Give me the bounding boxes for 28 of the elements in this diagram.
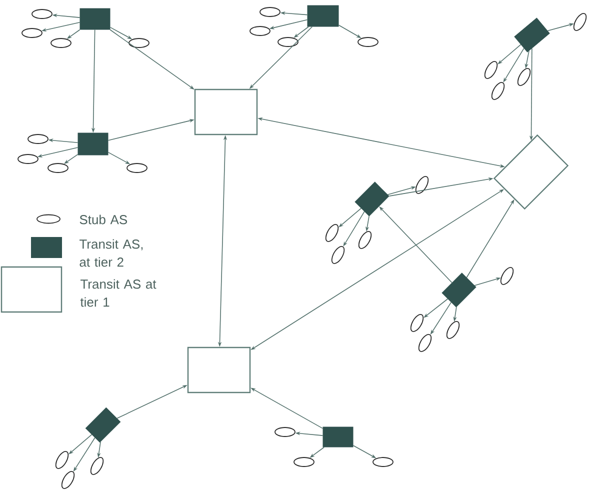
- legend-text: Stub AS: [80, 214, 128, 224]
- ellipse: [260, 7, 280, 17]
- filled-box: [354, 182, 390, 216]
- ellipse: [18, 154, 38, 164]
- filled-box: [80, 8, 110, 30]
- legend-text: Transit AS, at tier 2: [80, 239, 143, 267]
- filled-box: [442, 272, 476, 308]
- ellipse: [28, 134, 48, 144]
- ellipse: [278, 37, 298, 47]
- ellipse: [294, 457, 314, 467]
- ellipse: [32, 9, 52, 19]
- ellipse: [128, 38, 150, 48]
- hollow-box: [194, 88, 258, 136]
- hollow-box: [187, 346, 251, 394]
- ellipse: [48, 163, 68, 173]
- ellipse: [372, 457, 394, 467]
- filled-box: [307, 5, 339, 27]
- legend-text: Transit AS at tier 1: [80, 279, 156, 307]
- filled-box: [514, 18, 550, 52]
- filled-box: [85, 407, 121, 443]
- filled-box: [322, 426, 354, 448]
- ellipse: [126, 163, 148, 173]
- ellipse: [358, 37, 378, 47]
- ellipse: [22, 28, 42, 38]
- filled-box: [78, 132, 108, 156]
- ellipse: [50, 38, 72, 48]
- ellipse: [250, 26, 270, 36]
- ellipse: [274, 427, 296, 437]
